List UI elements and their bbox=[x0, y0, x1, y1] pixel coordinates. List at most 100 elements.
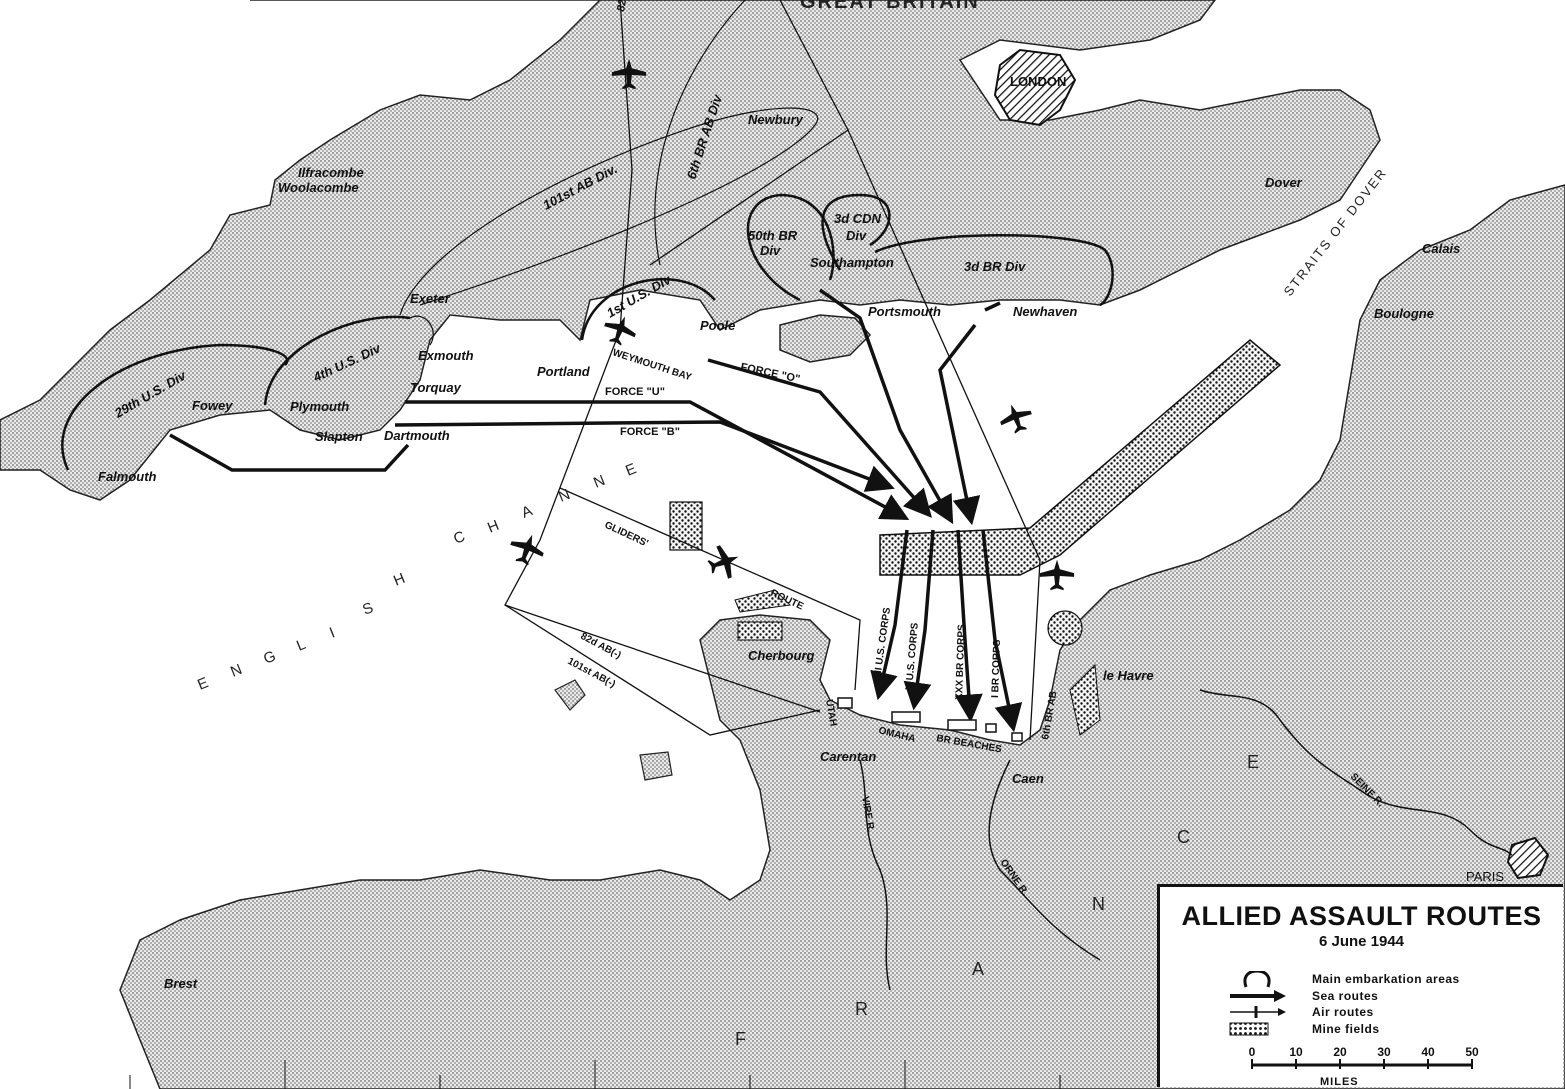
place-label-woolacombe: Woolacombe bbox=[278, 180, 359, 195]
sea-route-i-corps bbox=[981, 529, 1023, 733]
region-label-france: F R A N C E bbox=[735, 752, 1259, 1049]
channel-island-2 bbox=[639, 751, 673, 781]
minefield-circle bbox=[1047, 610, 1083, 646]
map-border-ticks bbox=[129, 1060, 1061, 1089]
place-label-le-havre: le Havre bbox=[1103, 668, 1154, 683]
place-label-newhaven: Newhaven bbox=[1013, 304, 1077, 319]
air-route-gliders bbox=[559, 487, 861, 691]
map-date: 6 June 1944 bbox=[1318, 933, 1405, 950]
minefield-cherbourg-2 bbox=[737, 621, 783, 641]
minefield-symbol-icon bbox=[1228, 1021, 1286, 1037]
scale-tick-label: 0 bbox=[1249, 1047, 1256, 1059]
channel-letter: N bbox=[228, 660, 246, 681]
legend-row-embarkation: Main embarkation areas bbox=[1228, 969, 1460, 988]
place-label-boulogne: Boulogne bbox=[1374, 306, 1434, 321]
embarkation-symbol-icon bbox=[1228, 969, 1286, 988]
sea-route-vii-corps bbox=[870, 529, 909, 701]
embarkation-3cdn bbox=[821, 193, 891, 271]
scale-tick-label: 30 bbox=[1377, 1047, 1391, 1059]
embarkation-4th bbox=[263, 315, 411, 406]
sea-route-newhaven bbox=[984, 301, 1001, 312]
channel-letter: N bbox=[591, 471, 609, 492]
unit-label-50th-br-2: Div bbox=[760, 243, 781, 258]
embarkation-6thbr bbox=[654, 0, 746, 266]
channel-letter: E bbox=[195, 673, 213, 693]
paris-area bbox=[1506, 836, 1550, 880]
place-label-torquay: Torquay bbox=[410, 380, 462, 395]
place-labels: LONDON Ilfracombe Woolacombe Exeter Exmo… bbox=[98, 74, 1504, 991]
minefield-small bbox=[669, 501, 703, 551]
channel-letter: S bbox=[360, 598, 378, 618]
france-letter: A bbox=[972, 959, 986, 979]
channel-letter: A bbox=[519, 501, 537, 521]
legend-row-air-routes: Air routes bbox=[1228, 1004, 1374, 1020]
place-label-brest: Brest bbox=[164, 976, 198, 991]
beach-label-utah: UTAH bbox=[823, 699, 839, 728]
corps-label-i: I BR CORPS bbox=[990, 639, 1003, 698]
air-route-symbol-icon bbox=[1228, 1004, 1286, 1020]
place-label-dartmouth: Dartmouth bbox=[384, 428, 450, 443]
legend-label-mine-fields: Mine fields bbox=[1312, 1022, 1380, 1036]
place-label-dover: Dover bbox=[1265, 175, 1303, 190]
unit-label-3d-cdn-2: Div bbox=[846, 228, 867, 243]
scale-tick-label: 50 bbox=[1465, 1047, 1479, 1059]
place-label-portsmouth: Portsmouth bbox=[868, 304, 941, 319]
minefield-le-havre bbox=[1069, 663, 1101, 736]
place-label-slapton: Slapton bbox=[315, 429, 363, 444]
isle-of-wight bbox=[779, 314, 872, 363]
place-label-calais: Calais bbox=[1422, 241, 1460, 256]
scale-tick-label: 20 bbox=[1333, 1047, 1347, 1059]
place-label-ilfracombe: Ilfracombe bbox=[298, 165, 364, 180]
sea-route-force-o bbox=[707, 358, 932, 518]
air-route-east bbox=[779, 0, 1041, 741]
beach-marker-br-1 bbox=[947, 719, 977, 731]
embarkation-1st bbox=[580, 278, 716, 341]
map-title: ALLIED ASSAULT ROUTES bbox=[1181, 901, 1542, 931]
air-route-101-line bbox=[504, 604, 821, 713]
minefield-cherbourg-1 bbox=[734, 589, 792, 613]
beach-marker-br-2 bbox=[985, 723, 997, 733]
air-route-cross bbox=[649, 129, 849, 266]
place-label-plymouth: Plymouth bbox=[290, 399, 349, 414]
place-label-portland: Portland bbox=[537, 364, 591, 379]
channel-letter: H bbox=[391, 569, 409, 590]
london-area bbox=[993, 48, 1077, 127]
france-letter: C bbox=[1177, 827, 1192, 847]
place-label-cherbourg: Cherbourg bbox=[748, 648, 815, 663]
sea-route-southampton bbox=[818, 288, 954, 525]
channel-letter: N bbox=[556, 485, 574, 506]
legend-panel: ALLIED ASSAULT ROUTES 6 June 1944 Main e… bbox=[1157, 884, 1563, 1088]
legend-label-air-routes: Air routes bbox=[1312, 1005, 1374, 1019]
sea-routes bbox=[169, 288, 1023, 733]
beach-marker-utah bbox=[837, 697, 853, 709]
beach-markers bbox=[837, 697, 1023, 742]
beach-marker-omaha bbox=[891, 711, 921, 723]
region-label-great-britain: GREAT BRITAIN bbox=[800, 0, 980, 13]
channel-letter: E bbox=[623, 459, 641, 479]
unit-label-82d: 82d bbox=[615, 0, 630, 13]
channel-island-1 bbox=[554, 679, 586, 711]
legend-row-mine-fields: Mine fields bbox=[1228, 1021, 1380, 1037]
sea-route-force-b-coast bbox=[169, 433, 410, 472]
channel-letter: H bbox=[485, 516, 503, 537]
place-label-fowey: Fowey bbox=[192, 398, 233, 413]
sea-route-xxx-corps bbox=[954, 529, 983, 723]
france-letter: N bbox=[1092, 894, 1107, 914]
sea-route-v-corps bbox=[903, 529, 935, 711]
rivers bbox=[859, 689, 1513, 991]
legend-label-embarkation: Main embarkation areas bbox=[1312, 972, 1460, 986]
place-label-london: LONDON bbox=[1010, 74, 1066, 89]
unit-label-50th-br-1: 50th BR bbox=[748, 228, 798, 243]
scale-tick-label: 10 bbox=[1289, 1047, 1303, 1059]
place-label-caen: Caen bbox=[1012, 771, 1044, 786]
embarkation-areas bbox=[61, 0, 1114, 471]
scale-unit-label: MILES bbox=[1320, 1076, 1359, 1088]
corps-label-xxx: XXX BR CORPS bbox=[954, 624, 968, 700]
sea-route-portsmouth bbox=[938, 323, 981, 526]
legend-label-sea-routes: Sea routes bbox=[1312, 989, 1379, 1003]
place-label-newbury: Newbury bbox=[748, 112, 804, 127]
force-label-u: FORCE "U" bbox=[605, 386, 665, 398]
unit-label-3d-cdn-1: 3d CDN bbox=[834, 211, 882, 226]
river-vire bbox=[859, 759, 891, 991]
landmass-france bbox=[119, 184, 1565, 1089]
